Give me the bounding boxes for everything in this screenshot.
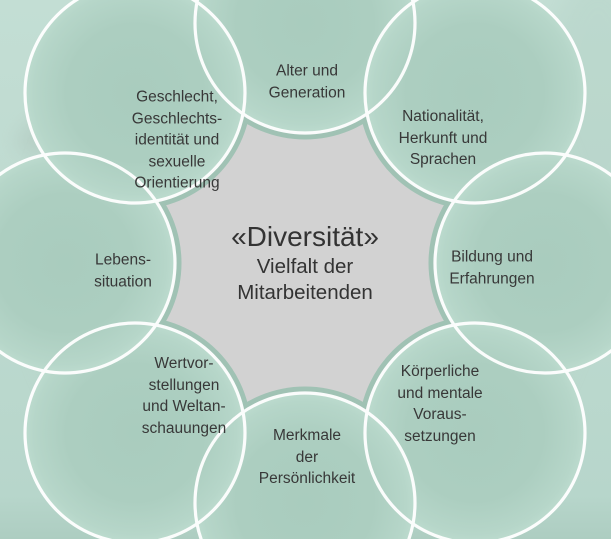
petal-label-bottom-left: Wertvor- stellungen und Weltan- schauung… bbox=[141, 355, 227, 437]
center-shape bbox=[152, 110, 458, 416]
center-text-block: «Diversität» Vielfalt der Mitarbeitenden bbox=[231, 220, 379, 306]
petal-circle-right bbox=[435, 153, 611, 373]
petal-circle-bottom-left bbox=[25, 323, 245, 539]
petal-circle-left bbox=[0, 153, 175, 373]
petal-circle-top-right bbox=[365, 0, 585, 203]
petal-circle-top bbox=[195, 0, 415, 133]
petal-label-top: Alter und Generation bbox=[268, 62, 346, 102]
petal-label-top-right: Nationalität, Herkunft und Sprachen bbox=[398, 107, 488, 168]
petal-label-left: Lebens- situation bbox=[94, 251, 152, 291]
center-title: «Diversität» bbox=[231, 221, 379, 252]
petal-circle-bottom-right bbox=[365, 323, 585, 539]
petal-label-bottom: Merkmale der Persönlichkeit bbox=[258, 426, 356, 487]
petal-circle-bottom bbox=[195, 393, 415, 539]
petal-label-bottom-right: Körperliche und mentale Voraus- setzunge… bbox=[397, 363, 483, 445]
petal-circle-top-left bbox=[25, 0, 245, 203]
petal-label-right: Bildung und Erfahrungen bbox=[449, 248, 535, 288]
center-subtitle: Vielfalt der Mitarbeitenden bbox=[237, 255, 373, 304]
petal-label-top-left: Geschlecht, Geschlechts- identität und s… bbox=[131, 88, 223, 192]
